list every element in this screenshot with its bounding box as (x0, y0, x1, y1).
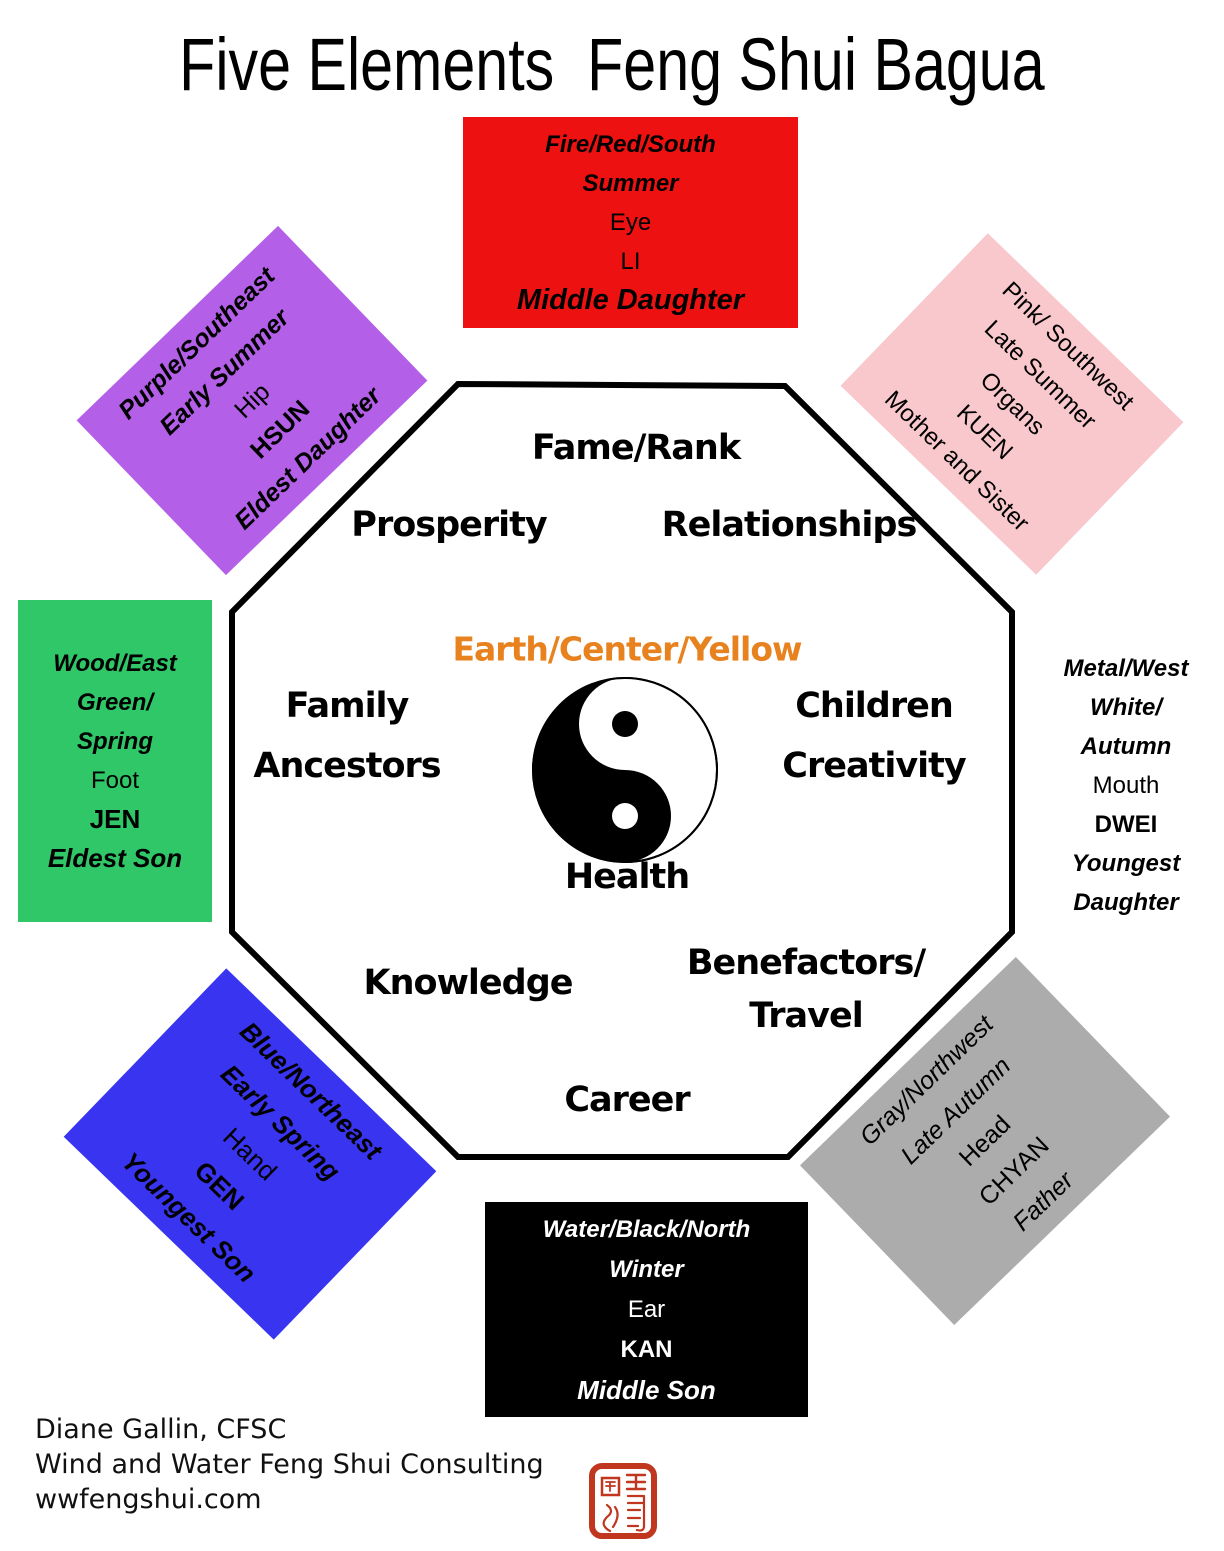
fire-line-body: Eye (609, 209, 652, 236)
footer-website: wwfengshui.com (35, 1484, 262, 1515)
wood-line-color: Green/ (76, 689, 154, 716)
water-line-trigram: KAN (620, 1335, 673, 1363)
area-label-knowledge: Knowledge (363, 963, 574, 1003)
area-label-benefactors: Benefactors/ (686, 943, 926, 983)
water-line-body: Ear (627, 1295, 666, 1323)
element-block-metal: Metal/West White/ Autumn Mouth DWEI Youn… (1030, 645, 1222, 925)
area-label-health: Health (564, 857, 690, 897)
wood-line-direction: Wood/East (53, 650, 177, 677)
yin-yang-icon (532, 677, 718, 863)
area-label-children: Children (795, 686, 954, 726)
element-box-water: Water/Black/North Winter Ear KAN Middle … (485, 1202, 808, 1417)
page-title-text: Five Elements Feng Shui Bagua (179, 23, 1045, 106)
area-label-fame-rank: Fame/Rank (531, 428, 741, 468)
area-label-prosperity: Prosperity (351, 505, 547, 545)
element-box-fire: Fire/Red/South Summer Eye LI Middle Daug… (463, 117, 798, 328)
area-label-children-creativity: Children Creativity (782, 676, 966, 796)
area-label-family-ancestors: Family Ancestors (253, 676, 441, 796)
fire-line-trigram: LI (620, 248, 641, 275)
water-line-family: Middle Son (577, 1374, 716, 1405)
area-label-travel: Travel (749, 996, 863, 1036)
wood-line-trigram: JEN (89, 804, 141, 834)
area-label-ancestors: Ancestors (253, 746, 441, 786)
area-label-relationships: Relationships (661, 505, 918, 545)
metal-line-family-1: Youngest (1071, 849, 1181, 877)
metal-line-trigram: DWEI (1094, 810, 1158, 838)
metal-line-family-2: Daughter (1073, 888, 1179, 916)
fire-line-direction: Fire/Red/South (545, 131, 716, 158)
area-label-creativity: Creativity (782, 746, 966, 786)
fire-line-family: Middle Daughter (516, 284, 745, 316)
wood-line-body: Foot (90, 767, 140, 794)
area-label-benefactors-travel: Benefactors/ Travel (686, 937, 926, 1043)
footer-author: Diane Gallin, CFSC (35, 1414, 287, 1445)
metal-line-season: Autumn (1080, 732, 1172, 760)
wood-line-season: Spring (77, 728, 153, 755)
element-box-wood: Wood/East Green/ Spring Foot JEN Eldest … (18, 600, 212, 922)
area-label-career: Career (564, 1080, 690, 1120)
footer: Diane Gallin, CFSC Wind and Water Feng S… (35, 1412, 544, 1517)
wood-line-family: Eldest Son (47, 843, 183, 873)
element-box-blue-northeast: Blue/Northeast Early Spring Hand GEN You… (63, 968, 437, 1340)
water-line-direction: Water/Black/North (542, 1215, 751, 1243)
metal-line-color: White/ (1090, 693, 1162, 721)
metal-line-direction: Metal/West (1063, 654, 1189, 682)
chinese-seal-icon (589, 1463, 657, 1539)
fire-line-season: Summer (582, 170, 679, 197)
area-label-family: Family (285, 686, 410, 726)
metal-line-body: Mouth (1092, 771, 1160, 799)
footer-company: Wind and Water Feng Shui Consulting (35, 1449, 544, 1480)
water-line-season: Winter (609, 1255, 684, 1283)
page-title: Five Elements Feng Shui Bagua (0, 22, 1224, 107)
area-label-earth-center: Earth/Center/Yellow (452, 629, 802, 669)
